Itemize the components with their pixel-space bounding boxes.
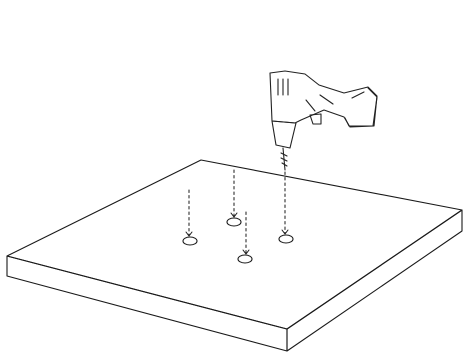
- arrowhead-4: [281, 229, 289, 235]
- drill-details: [305, 91, 365, 112]
- pilot-hole-2: [226, 217, 242, 227]
- board-front-side: [6, 255, 288, 352]
- drill-body: [269, 70, 378, 128]
- drill-handle: [344, 87, 378, 127]
- guide-arrowheads: [185, 212, 289, 255]
- arrowhead-1: [185, 231, 193, 237]
- arrowhead-3: [242, 249, 250, 255]
- drill-guides: [188, 169, 286, 254]
- drill-vents: [277, 78, 289, 96]
- drill-bit-flutes: [280, 152, 288, 167]
- arrowhead-2: [230, 212, 238, 218]
- drill-chuck: [271, 120, 297, 149]
- drill-trigger: [309, 113, 322, 125]
- pilot-holes: [182, 217, 294, 264]
- pilot-hole-3: [237, 254, 253, 264]
- pilot-hole-1: [182, 236, 198, 246]
- board-top-face: [6, 159, 463, 330]
- pilot-hole-4: [278, 234, 294, 244]
- board-right-side: [286, 209, 463, 352]
- power-drill-icon: [269, 70, 378, 171]
